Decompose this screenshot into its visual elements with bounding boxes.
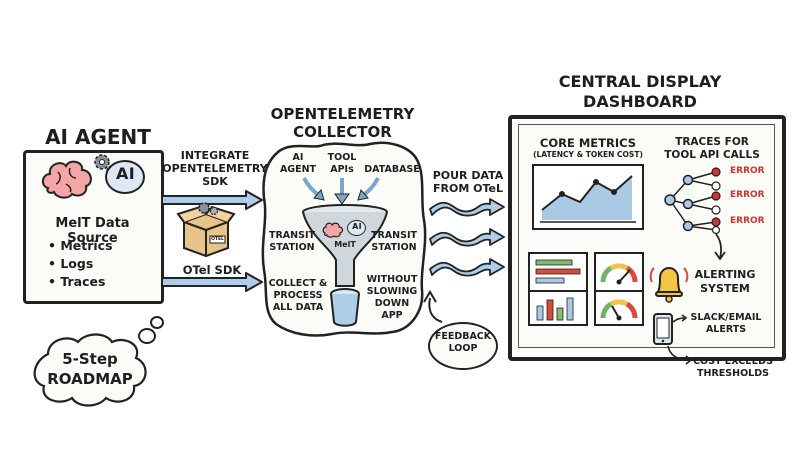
feedback-line-2: LOOP: [448, 343, 478, 354]
collector-title-line-1: OPENTELEMETRY: [270, 105, 415, 123]
collector-title-line-2: COLLECTOR: [293, 123, 392, 141]
bucket-icon: [330, 288, 360, 327]
core-metrics-title: CORE METRICS: [539, 136, 637, 150]
logs-bullet: • Logs: [48, 256, 94, 271]
alerting-line-2: SYSTEM: [700, 282, 750, 295]
cost-line-1: COST EXCEEDS: [693, 356, 773, 367]
dashboard-title-line-1: CENTRAL DISPLAY: [558, 72, 722, 91]
dashboard-inner-frame: [518, 124, 775, 348]
integrate-line-3: SDK: [202, 175, 228, 188]
error-label-3: ERROR: [730, 216, 765, 226]
funnel-ai-bubble: [347, 220, 366, 236]
thought-dot-medium: [138, 328, 156, 344]
arrow-right-icon: [672, 314, 688, 323]
slack-line-2: ALERTS: [705, 324, 747, 335]
roadmap-line-1: 5-Step: [62, 350, 118, 368]
arrow-down-icon: [334, 178, 350, 205]
input-tool-apis-line-2: APIs: [330, 164, 354, 175]
transit-right-line-2: STATION: [371, 242, 417, 253]
roadmap-line-2: ROADMAP: [47, 370, 133, 388]
traces-bullet: • Traces: [48, 274, 106, 289]
transit-left-line-2: STATION: [269, 242, 315, 253]
trace-tree-icon: [664, 167, 721, 235]
error-label-1: ERROR: [730, 166, 765, 176]
cost-line-2: THRESHOLDS: [697, 368, 769, 379]
transit-right-line-1: TRANSIT: [371, 230, 417, 241]
arrow-down-icon: [302, 177, 325, 201]
feedback-line-1: FEEDBACK: [434, 331, 492, 342]
thought-dot-small: [150, 316, 164, 329]
package-box-icon: [176, 202, 236, 258]
integrate-line-1: INTEGRATE: [180, 149, 250, 162]
agent-title: AI AGENT: [45, 125, 151, 149]
traces-title-line-1: TRACES FOR: [675, 136, 749, 148]
slack-line-1: SLACK/EMAIL: [690, 312, 762, 323]
bell-icon: [649, 266, 689, 303]
funnel-melt-label: MelT: [334, 240, 356, 249]
data-source-label: MelT Data Source: [55, 216, 130, 246]
without-line-1: WITHOUT: [366, 274, 418, 285]
stat-bars-card: [528, 252, 588, 292]
gauge-card: [594, 290, 644, 326]
gauge-card: [594, 252, 644, 292]
phone-icon: [653, 313, 673, 345]
alerting-line-1: ALERTING: [694, 268, 756, 281]
funnel-ai-text: AI: [352, 222, 362, 231]
core-metrics-subtitle: (LATENCY & TOKEN COST): [533, 150, 643, 159]
traces-title-line-2: TOOL API CALLS: [664, 149, 760, 161]
feedback-arrow-icon: [423, 290, 443, 323]
without-line-4: APP: [381, 310, 403, 321]
input-ai-agent-line-1: AI: [292, 152, 304, 163]
wavy-arrow-icon: [429, 198, 505, 217]
wavy-arrow-icon: [429, 228, 505, 247]
line-chart-card: [532, 164, 644, 230]
integrate-line-2: OPENTELEMETRY: [162, 162, 268, 175]
input-database: DATABASE: [364, 164, 420, 175]
arrow-down-icon: [714, 233, 726, 261]
ai-badge-bubble: [105, 160, 145, 194]
wavy-arrow-icon: [429, 258, 505, 277]
arrow-right-icon: [161, 190, 263, 210]
brain-icon: [42, 160, 92, 199]
roadmap-cloud: [33, 333, 147, 407]
collect-line-1: COLLECT &: [268, 278, 328, 289]
arrow-right-icon: [161, 272, 263, 292]
brain-icon: [322, 222, 344, 238]
without-line-2: SLOWING: [366, 286, 418, 297]
collect-line-2: PROCESS: [273, 290, 323, 301]
collect-line-3: ALL DATA: [272, 302, 324, 313]
feedback-bubble: [428, 322, 498, 370]
ai-badge-text: AI: [116, 164, 135, 183]
input-tool-apis-line-1: TOOL: [327, 152, 357, 163]
transit-left-line-1: TRANSIT: [269, 230, 315, 241]
metrics-bullet: • Metrics: [48, 238, 113, 253]
pour-line-1: POUR DATA: [432, 169, 504, 182]
box-stamp: OTEL: [211, 237, 224, 242]
bar-chart-card: [528, 290, 588, 326]
pour-line-2: FROM OTeL: [433, 182, 503, 195]
dashboard-title-line-2: DASHBOARD: [583, 92, 697, 111]
arrow-down-right-icon: [667, 345, 693, 365]
otel-sdk-label: OTel SDK: [182, 263, 242, 277]
arrow-down-icon: [357, 177, 380, 201]
input-ai-agent-line-2: AGENT: [279, 164, 317, 175]
error-label-2: ERROR: [730, 190, 765, 200]
without-line-3: DOWN: [374, 298, 410, 309]
